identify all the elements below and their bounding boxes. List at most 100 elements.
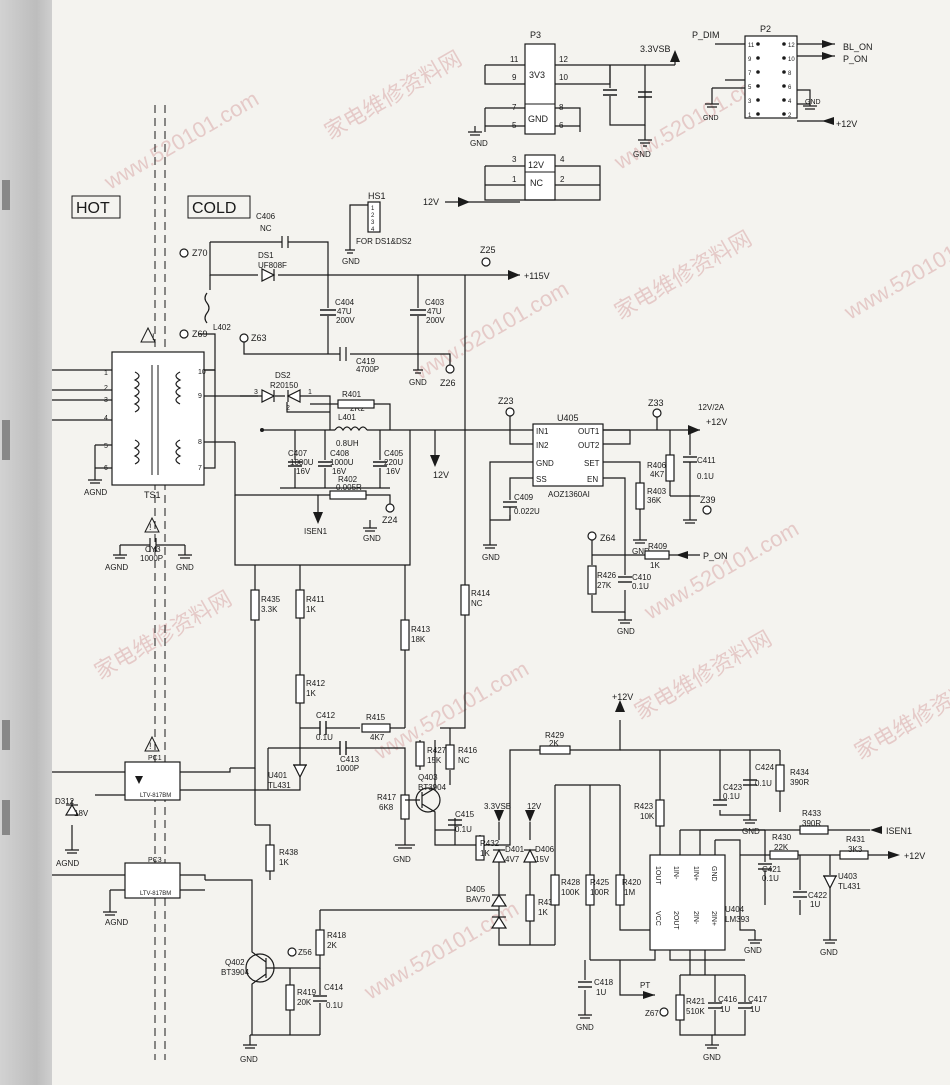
svg-text:Z24: Z24 <box>382 515 398 525</box>
svg-text:AGND: AGND <box>84 488 107 497</box>
p2-pin-number: 5 <box>748 85 752 91</box>
p2-pin-number: 6 <box>788 85 792 91</box>
protection-q402: R418 2K Z56 Q402 BT3904 R419 20K C414 0.… <box>205 768 347 1064</box>
net-plus12v-p2: +12V <box>836 119 857 129</box>
p2-pin <box>756 84 760 88</box>
svg-text:11: 11 <box>510 55 519 64</box>
svg-text:R412: R412 <box>306 679 326 688</box>
svg-text:GND: GND <box>632 547 650 556</box>
svg-text:3V3: 3V3 <box>529 70 545 80</box>
isolation-barrier: HOT COLD <box>71 105 251 1060</box>
p2-pin <box>782 84 786 88</box>
svg-text:SET: SET <box>584 459 600 468</box>
p2-pin-number: 12 <box>788 43 795 49</box>
svg-text:16V: 16V <box>386 467 401 476</box>
net-12v-right: +12V <box>904 851 925 861</box>
svg-text:20K: 20K <box>297 998 312 1007</box>
p2-pin-number: 10 <box>788 57 795 63</box>
svg-text:R406: R406 <box>647 461 667 470</box>
svg-text:4: 4 <box>104 415 108 422</box>
p2-pin <box>782 42 786 46</box>
svg-text:R438: R438 <box>279 848 299 857</box>
hot-label: HOT <box>76 200 110 217</box>
net-12v-mid: 12V <box>433 470 449 480</box>
svg-text:R418: R418 <box>327 931 347 940</box>
svg-text:C414: C414 <box>324 983 344 992</box>
svg-text:2: 2 <box>286 405 290 412</box>
svg-text:BT3904: BT3904 <box>418 783 447 792</box>
svg-text:2IN-: 2IN- <box>692 911 699 925</box>
svg-text:C405: C405 <box>384 449 404 458</box>
svg-text:!: ! <box>149 522 152 532</box>
svg-text:OUT2: OUT2 <box>578 441 600 450</box>
reference-diodes: 3.3VSB 12V R432 1K D401 4V7 D406 15V D40… <box>320 802 558 946</box>
svg-text:1K: 1K <box>650 561 660 570</box>
p2-pin <box>756 56 760 60</box>
svg-text:1K: 1K <box>306 605 316 614</box>
svg-text:1000U: 1000U <box>330 458 354 467</box>
svg-text:1000U: 1000U <box>290 458 314 467</box>
svg-text:16V: 16V <box>332 467 347 476</box>
svg-text:DS2: DS2 <box>275 371 291 380</box>
svg-text:R419: R419 <box>297 988 317 997</box>
svg-text:3: 3 <box>512 155 517 164</box>
svg-text:Z56: Z56 <box>298 948 312 957</box>
svg-text:C419: C419 <box>356 357 376 366</box>
net-12v-2a: 12V/2A <box>698 403 725 412</box>
svg-text:2: 2 <box>371 213 375 219</box>
svg-text:GND: GND <box>805 99 821 106</box>
net-p-dim: P_DIM <box>692 30 720 40</box>
svg-text:GND: GND <box>744 946 762 955</box>
svg-text:3.3K: 3.3K <box>261 605 278 614</box>
transformer-ts1: ! TS1 12 34 56 109 87 AGND <box>52 326 310 500</box>
svg-text:5: 5 <box>104 443 108 450</box>
svg-text:R429: R429 <box>545 731 565 740</box>
svg-text:C413: C413 <box>340 755 360 764</box>
svg-text:C408: C408 <box>330 449 350 458</box>
comparator-section: R428 100K R425 100R R420 1M R423 10K 1OU… <box>550 749 925 1062</box>
svg-text:27K: 27K <box>597 581 612 590</box>
net-p-on: P_ON <box>843 54 868 64</box>
svg-text:R415: R415 <box>366 713 386 722</box>
svg-text:18K: 18K <box>411 635 426 644</box>
svg-text:1U: 1U <box>596 988 606 997</box>
svg-text:D405: D405 <box>466 885 486 894</box>
svg-text:GND: GND <box>820 948 838 957</box>
watermark: www.520101.com <box>409 276 573 385</box>
svg-text:NC: NC <box>530 178 543 188</box>
svg-text:GND: GND <box>710 866 717 882</box>
svg-text:GND: GND <box>342 257 360 266</box>
svg-text:510K: 510K <box>686 1007 705 1016</box>
svg-text:R420: R420 <box>622 878 642 887</box>
svg-text:SS: SS <box>536 475 547 484</box>
svg-text:U403: U403 <box>838 872 858 881</box>
svg-text:2OUT: 2OUT <box>672 911 679 930</box>
watermark: 家电维修资料网 <box>610 226 756 325</box>
svg-text:R416: R416 <box>458 746 478 755</box>
margin-marks <box>2 180 10 835</box>
svg-text:C424: C424 <box>755 763 775 772</box>
svg-text:GND: GND <box>576 1023 594 1032</box>
p2-pin-number: 8 <box>788 71 792 77</box>
net-bl-on: BL_ON <box>843 42 873 52</box>
svg-text:Z70: Z70 <box>192 248 208 258</box>
svg-text:C410: C410 <box>632 573 652 582</box>
p-on-network: Z64 R409 1K P_ON R426 27K C410 0.1U GND <box>587 531 728 636</box>
p2-pin-number: 4 <box>788 99 792 105</box>
svg-text:GND: GND <box>703 115 719 122</box>
svg-text:D312: D312 <box>55 797 75 806</box>
svg-text:Z33: Z33 <box>648 398 664 408</box>
svg-text:200V: 200V <box>336 316 355 325</box>
watermark: 家电维修资料网 <box>90 586 236 685</box>
svg-text:22K: 22K <box>774 843 789 852</box>
svg-text:GND: GND <box>703 1053 721 1062</box>
svg-text:6K8: 6K8 <box>379 803 394 812</box>
svg-text:1U: 1U <box>720 1005 730 1014</box>
svg-text:2: 2 <box>560 175 565 184</box>
svg-text:C406: C406 <box>256 212 276 221</box>
svg-text:15K: 15K <box>427 756 442 765</box>
p2-pin-number: 2 <box>788 113 792 119</box>
watermark: www.520101.com <box>639 516 803 625</box>
p2-pin <box>756 42 760 46</box>
svg-text:4V7: 4V7 <box>505 855 520 864</box>
